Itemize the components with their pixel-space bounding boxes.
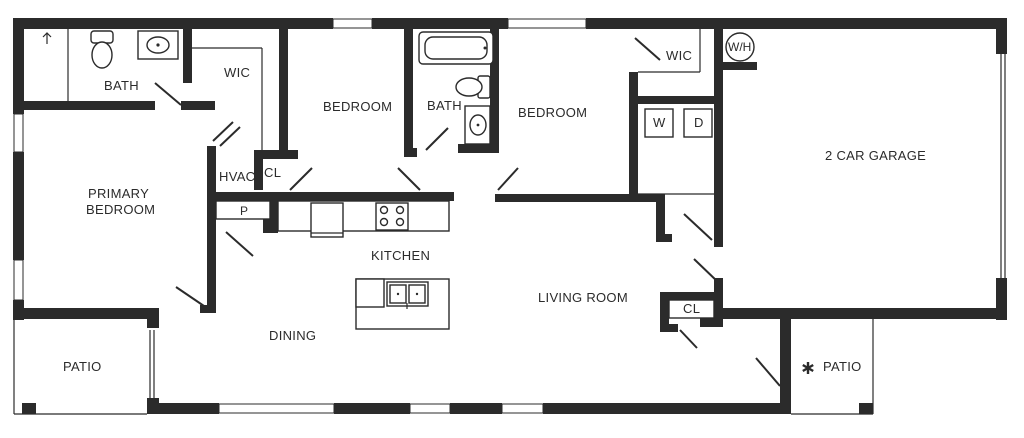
closet-box xyxy=(668,299,715,319)
sink-icon xyxy=(464,105,491,145)
water-heater-label: W/H xyxy=(728,40,751,54)
kitchen-counter xyxy=(277,200,450,238)
pantry-box xyxy=(215,200,271,220)
interior-walls xyxy=(13,29,757,332)
closet-entry-label: CL xyxy=(683,301,700,316)
kitchen-island xyxy=(355,278,450,330)
patio-rear-label: PATIO xyxy=(63,359,102,374)
toilet-icon xyxy=(90,30,114,69)
bedroom-3-label: BEDROOM xyxy=(518,105,587,120)
patio-front-label: PATIO xyxy=(823,359,862,374)
room-labels: BATH WIC BEDROOM BATH BEDROOM WIC W/H 2 … xyxy=(63,40,926,374)
wic-3-label: WIC xyxy=(666,48,692,63)
bath-primary-label: BATH xyxy=(104,78,139,93)
bathtub-icon xyxy=(418,31,494,65)
wic-primary-label: WIC xyxy=(224,65,250,80)
bath-2-label: BATH xyxy=(427,98,462,113)
living-room-label: LIVING ROOM xyxy=(538,290,628,305)
toilet-icon xyxy=(455,75,491,99)
water-heater-icon xyxy=(725,32,755,62)
dryer-label: D xyxy=(694,115,704,130)
pantry-label: P xyxy=(240,204,248,218)
washer-label: W xyxy=(653,115,666,130)
range-icon xyxy=(375,202,409,231)
shower-icon xyxy=(42,32,52,44)
washer-box xyxy=(644,108,674,138)
primary-bedroom-label-line2: BEDROOM xyxy=(86,202,155,217)
kitchen-label: KITCHEN xyxy=(371,248,430,263)
dining-label: DINING xyxy=(269,328,316,343)
asterisk-icon xyxy=(802,362,814,374)
exterior-walls xyxy=(13,18,1007,415)
bedroom-2-label: BEDROOM xyxy=(323,99,392,114)
primary-bedroom-label-line1: PRIMARY xyxy=(88,186,149,201)
sink-icon xyxy=(137,30,179,60)
doors xyxy=(154,37,781,387)
garage-label: 2 CAR GARAGE xyxy=(825,148,926,163)
hvac-label: HVAC xyxy=(219,169,255,184)
fixtures xyxy=(42,30,755,330)
closet-hall-label: CL xyxy=(264,165,281,180)
dryer-box xyxy=(683,108,713,138)
